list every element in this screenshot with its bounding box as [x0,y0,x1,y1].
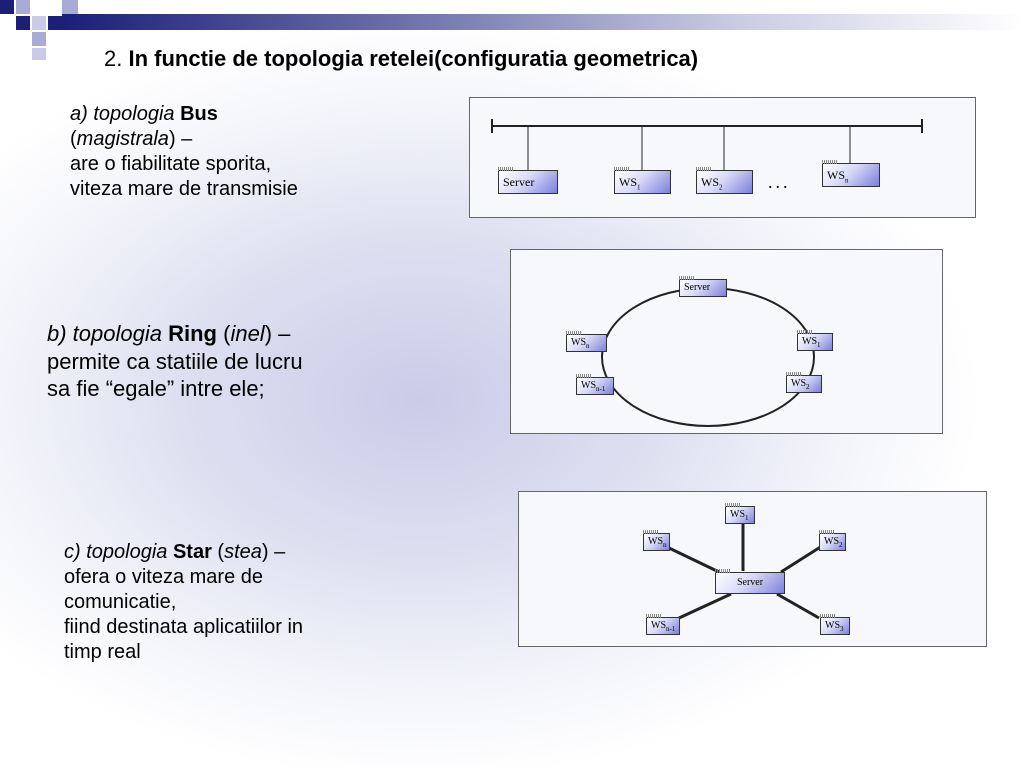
ring-diagram: Server WSn WS1 WSn-1 WS2 [510,249,943,434]
star-name: Star [172,541,212,563]
bus-diagram: Server WS1 WS2 ... WSn [469,97,976,218]
bus-wsn-node: WSn [822,160,880,187]
bus-line-4: viteza mare de transmisie [70,178,298,200]
star-line-2: ofera o viteza mare de [64,566,263,588]
bus-description: a) topologia Bus (magistrala) – are o fi… [70,103,298,200]
star-line-4: fiind destinata aplicatiilor in [64,616,304,638]
star-server-node: Server [715,569,785,594]
bus-ws2-node: WS2 [696,167,753,194]
title-text: In functie de topologia retelei(configur… [128,46,699,71]
star-alt-name: stea [224,541,262,563]
bus-name: Bus [180,103,218,125]
ring-dash: ) – [264,321,291,346]
star-wsn1-node: WSn-1 [646,614,680,635]
title-number: 2. [104,46,123,71]
bus-label: a) topologia [70,103,175,125]
star-ws3-node: WS3 [820,614,850,635]
ring-line-3: sa fie “egale” intre ele; [47,376,265,401]
ring-ws1-node: WS1 [797,330,833,351]
corner-squares-decoration [0,0,78,60]
header-gradient-bar [62,14,1024,30]
ring-alt-name: inel [230,321,265,346]
ring-server-node: Server [679,276,727,297]
star-wsn-node: WSn [643,530,670,551]
slide-title: 2. In functie de topologia retelei(confi… [104,46,698,72]
star-description: c) topologia Star (stea) – ofera o vitez… [64,541,304,663]
star-label: c) topologia [64,541,168,563]
ring-description: b) topologia Ring (inel) – permite ca st… [47,321,303,401]
star-line-3: comunicatie, [64,591,177,613]
bus-line-3: are o fiabilitate sporita, [70,153,272,175]
bus-ws1-node: WS1 [614,167,671,194]
star-ws2-node: WS2 [819,530,846,551]
star-diagram: WS1 WSn WS2 Server WSn-1 WS3 [518,491,987,647]
bus-ellipsis: ... [768,172,791,192]
ring-label: b) topologia [47,321,162,346]
ring-wsn-node: WSn [566,331,607,352]
ring-ws2-node: WS2 [786,372,822,393]
star-dash: ) – [261,541,286,563]
bus-dash: ) – [168,128,193,150]
star-ws1-node: WS1 [725,503,755,524]
bus-alt-name: magistrala [76,128,169,150]
star-line-5: timp real [64,641,141,663]
ring-name: Ring [168,321,217,346]
bus-server-node: Server [498,167,558,194]
ring-line-2: permite ca statiile de lucru [47,348,303,374]
ring-wsn1-node: WSn-1 [576,374,614,395]
